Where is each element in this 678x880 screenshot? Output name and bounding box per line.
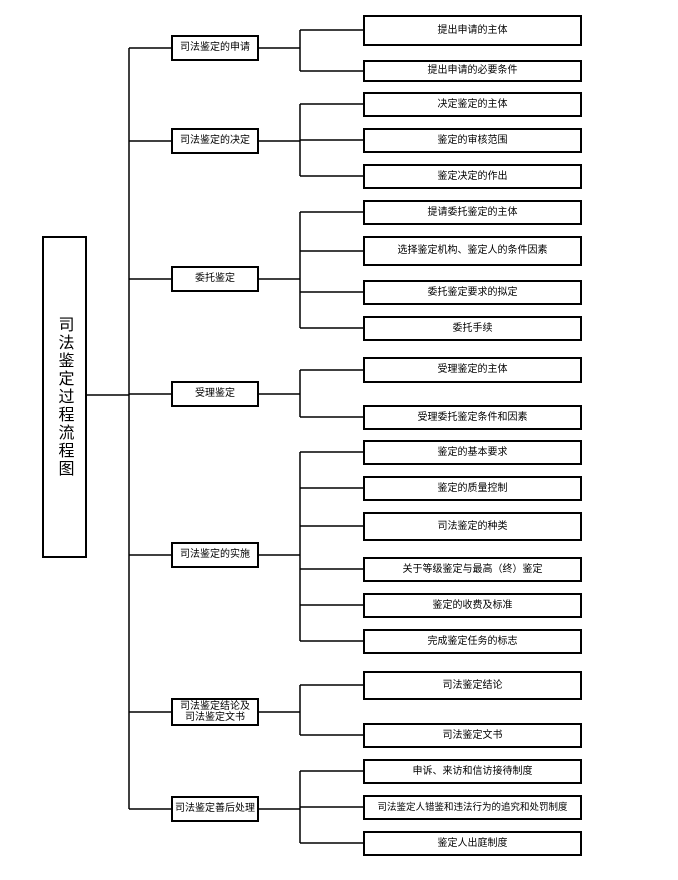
branch-node-aftermath: 司法鉴定善后处理 [171,796,259,822]
leaf-node: 提出申请的必要条件 [363,60,582,82]
leaf-node: 受理委托鉴定条件和因素 [363,405,582,430]
branch-node-decision: 司法鉴定的决定 [171,128,259,154]
branch-node-implementation: 司法鉴定的实施 [171,542,259,568]
leaf-node: 提出申请的主体 [363,15,582,46]
leaf-node: 鉴定的基本要求 [363,440,582,465]
leaf-node: 关于等级鉴定与最高（终）鉴定 [363,557,582,582]
root-node: 司法鉴定过程流程图 [42,236,87,558]
leaf-node: 鉴定的质量控制 [363,476,582,501]
leaf-node: 提请委托鉴定的主体 [363,200,582,225]
leaf-node: 完成鉴定任务的标志 [363,629,582,654]
branch-node-acceptance: 受理鉴定 [171,381,259,407]
leaf-node: 委托鉴定要求的拟定 [363,280,582,305]
leaf-node: 受理鉴定的主体 [363,357,582,383]
leaf-node: 鉴定人出庭制度 [363,831,582,856]
leaf-node: 选择鉴定机构、鉴定人的条件因素 [363,236,582,266]
leaf-node: 司法鉴定人错鉴和违法行为的追究和处罚制度 [363,795,582,820]
leaf-node: 申诉、来访和信访接待制度 [363,759,582,784]
leaf-node: 鉴定的审核范围 [363,128,582,153]
branch-node-commission: 委托鉴定 [171,266,259,292]
branch-node-conclusion: 司法鉴定结论及司法鉴定文书 [171,698,259,726]
leaf-node: 司法鉴定文书 [363,723,582,748]
leaf-node: 鉴定决定的作出 [363,164,582,189]
leaf-node: 司法鉴定结论 [363,671,582,700]
branch-node-application: 司法鉴定的申请 [171,35,259,61]
leaf-node: 委托手续 [363,316,582,341]
leaf-node: 鉴定的收费及标准 [363,593,582,618]
leaf-node: 司法鉴定的种类 [363,512,582,541]
leaf-node: 决定鉴定的主体 [363,92,582,117]
